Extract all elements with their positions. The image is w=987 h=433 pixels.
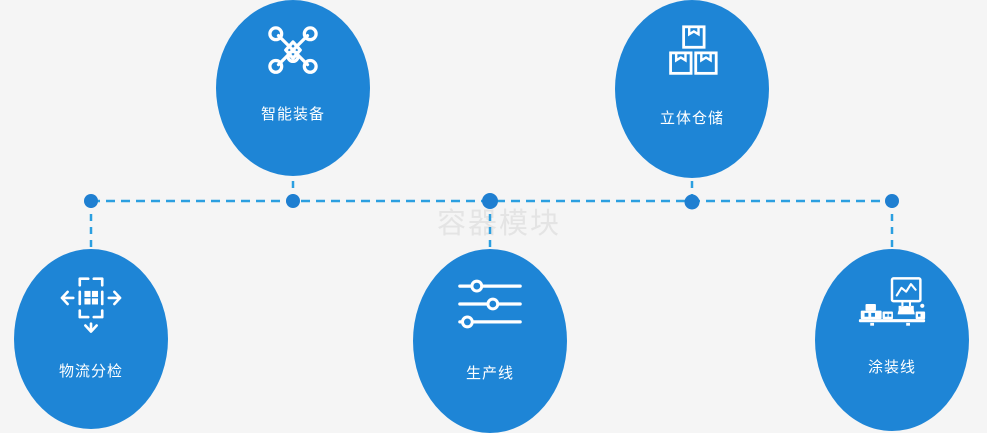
spine-dot-4 <box>684 194 700 210</box>
watermark-text: 容器模块 <box>437 206 562 240</box>
diagram-canvas: 容器模块 智能装备 <box>14 0 969 433</box>
node-production-line[interactable]: 生产线 <box>413 249 567 433</box>
node-stereoscopic-warehouse[interactable]: 立体仓储 <box>615 0 769 178</box>
spine-dot-5 <box>885 194 899 208</box>
node-label-painting-line: 涂装线 <box>867 358 916 376</box>
node-logistics-sorting[interactable]: 物流分检 <box>14 249 168 429</box>
node-label-stereoscopic-warehouse: 立体仓储 <box>659 109 724 127</box>
stacked-boxes-icon <box>664 24 720 83</box>
node-intelligent-equipment[interactable]: 智能装备 <box>216 0 370 176</box>
sliders-icon <box>457 279 523 334</box>
factory-monitor-icon <box>857 277 927 334</box>
spine-dot-1 <box>84 194 98 208</box>
node-label-production-line: 生产线 <box>465 364 514 382</box>
node-label-intelligent-equipment: 智能装备 <box>260 105 325 123</box>
node-label-logistics-sorting: 物流分检 <box>58 362 123 380</box>
spine-dot-3 <box>482 193 498 209</box>
sorting-arrows-icon <box>60 275 122 338</box>
spine-dot-2 <box>286 194 300 208</box>
node-painting-line[interactable]: 涂装线 <box>815 249 969 431</box>
network-nodes-icon <box>264 22 322 85</box>
